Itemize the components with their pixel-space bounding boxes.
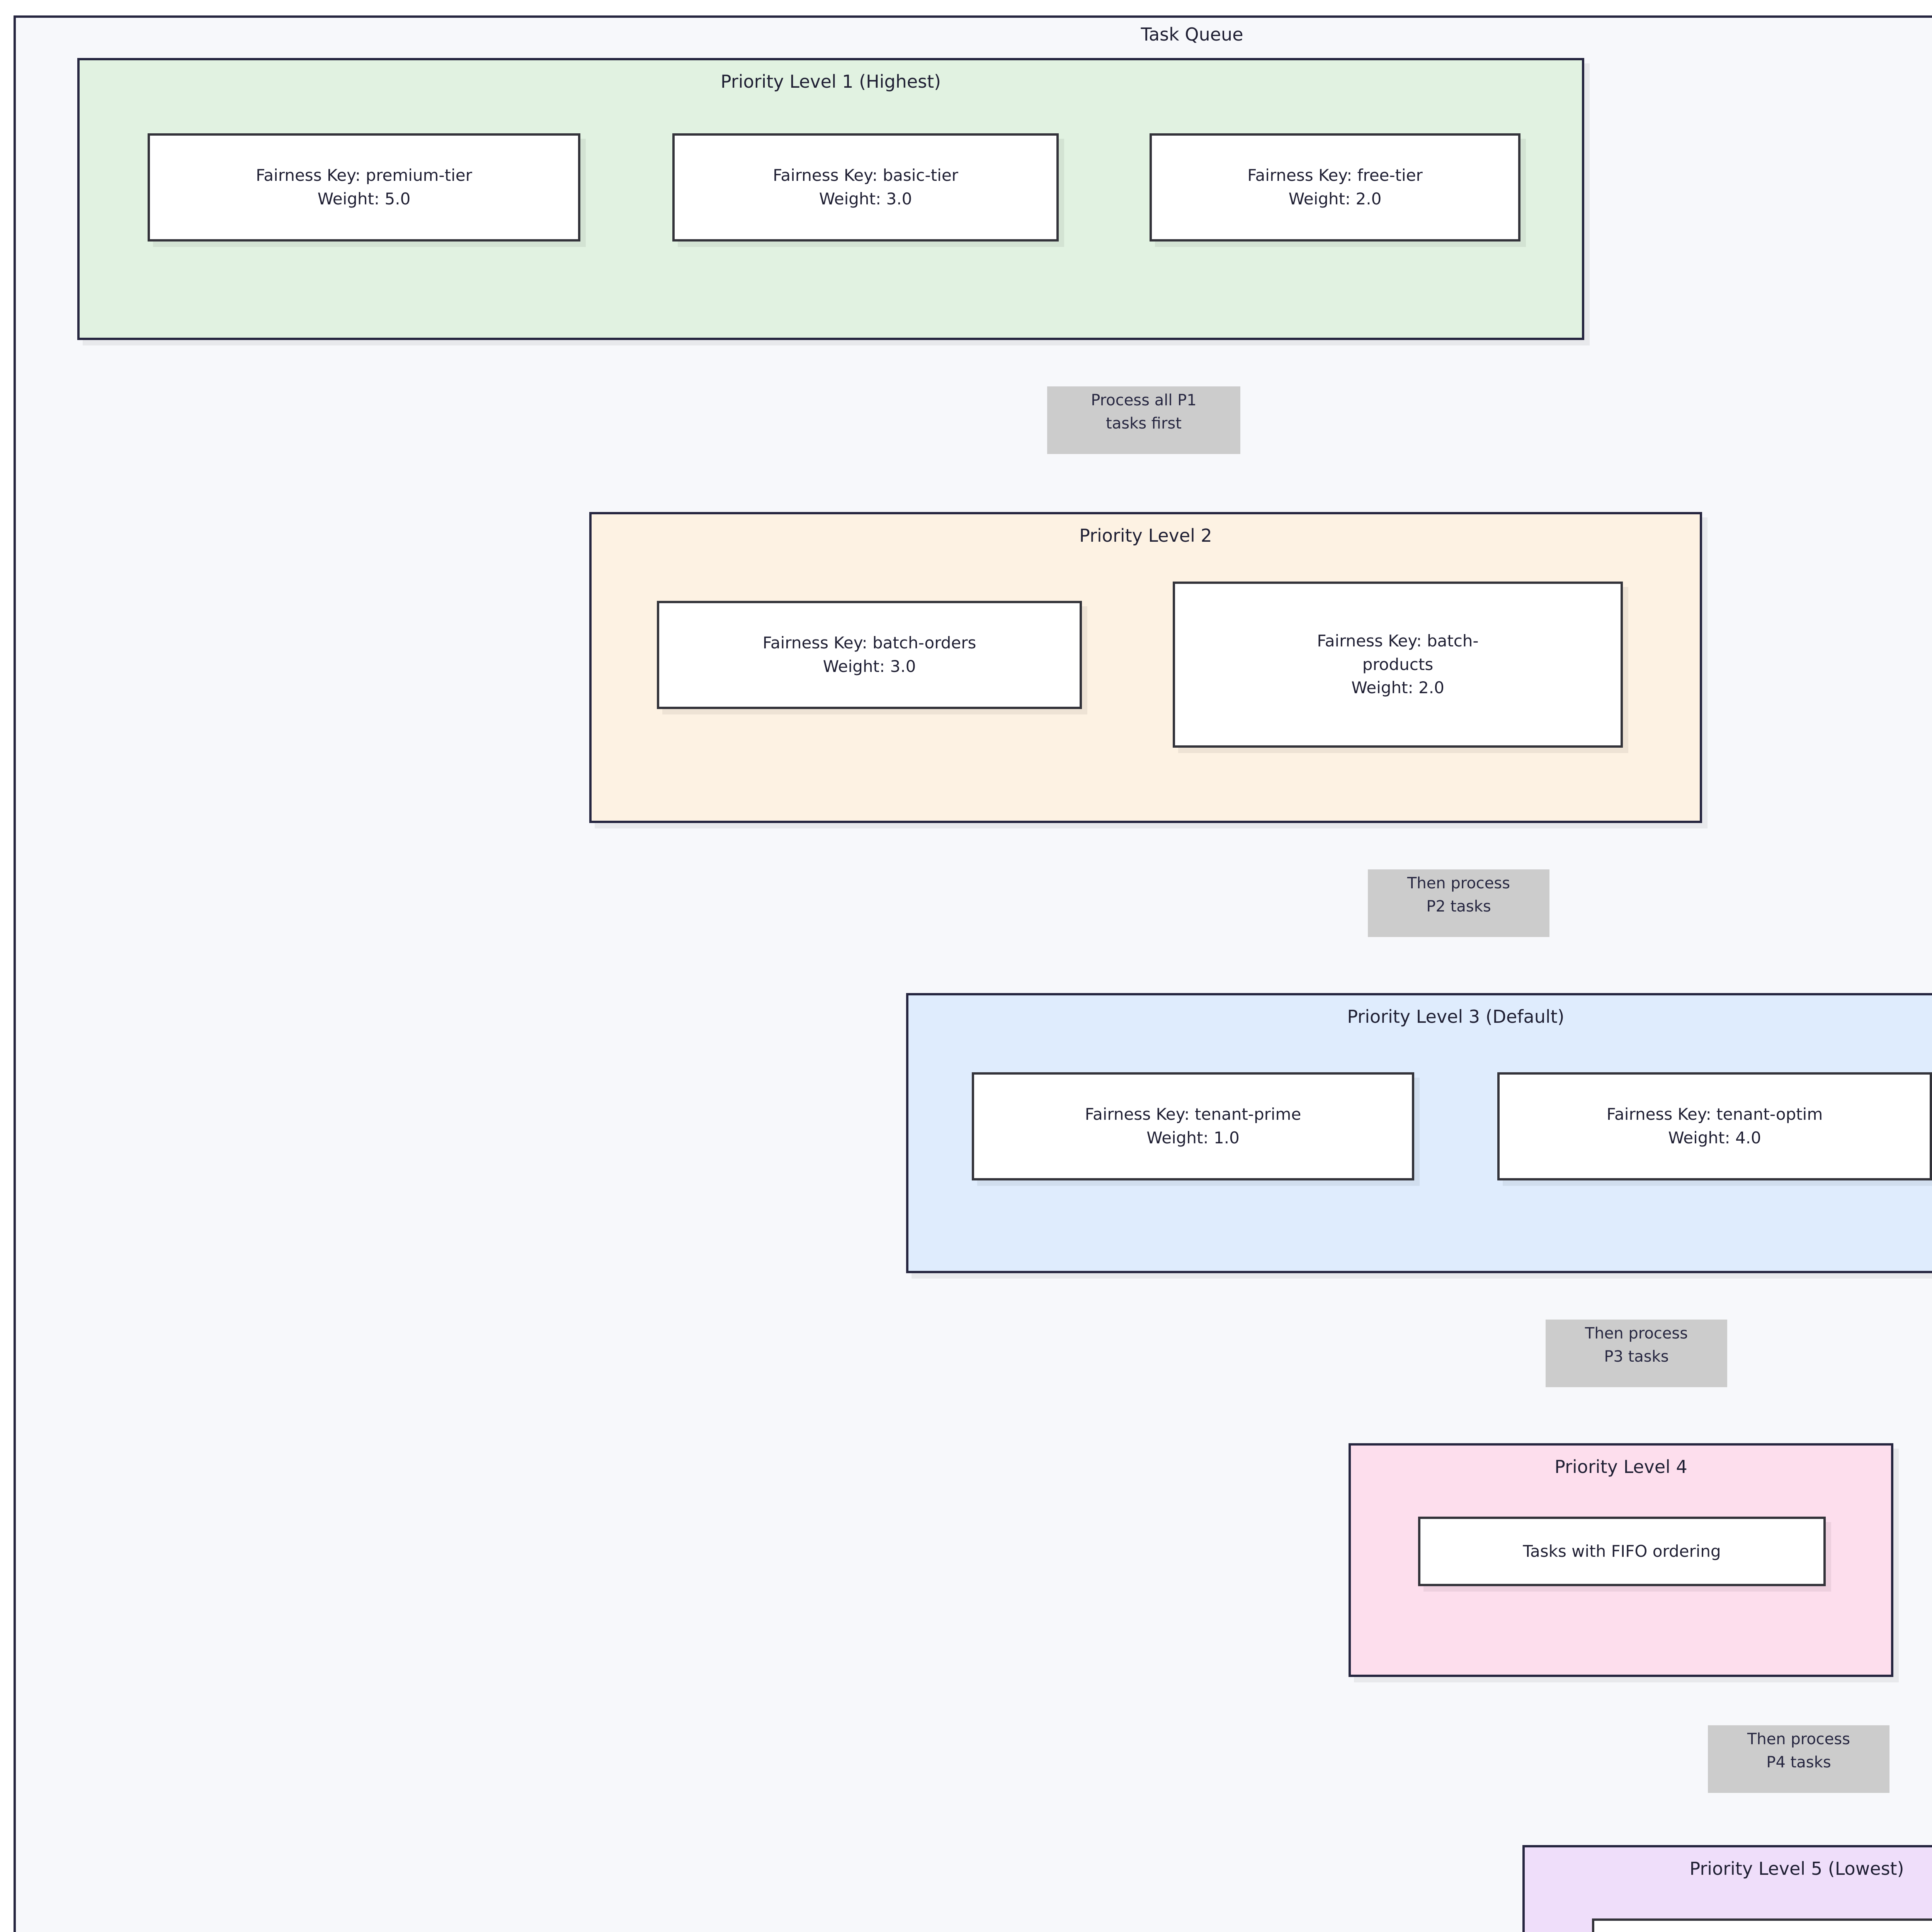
edge-label-line2: P4 tasks (1766, 1753, 1831, 1771)
cluster-priority-level-5: Priority Level 5 (Lowest) (1522, 1845, 1932, 1932)
fairness-key-label: Fairness Key: tenant-optim (1606, 1105, 1823, 1124)
cluster-priority-level-5-title: Priority Level 5 (Lowest) (1689, 1858, 1904, 1879)
edge-label-line1: Process all P1 (1091, 391, 1197, 409)
edge-label-line1: Then process (1585, 1325, 1688, 1342)
edge-label-line2: P3 tasks (1604, 1348, 1669, 1366)
diagram-title: Task Queue (1141, 24, 1243, 45)
weight-label: Weight: 5.0 (317, 189, 411, 208)
fairness-key-label: Fairness Key: premium-tier (256, 166, 472, 185)
node-fairness-tenant-prime[interactable]: Fairness Key: tenant-prime Weight: 1.0 (972, 1072, 1414, 1180)
node-fairness-batch-orders[interactable]: Fairness Key: batch-orders Weight: 3.0 (657, 601, 1082, 709)
weight-label: Weight: 3.0 (819, 189, 912, 208)
node-fairness-premium-tier[interactable]: Fairness Key: premium-tier Weight: 5.0 (148, 133, 580, 242)
fairness-key-label: Fairness Key: basic-tier (773, 166, 958, 185)
weight-label: Weight: 2.0 (1351, 678, 1444, 697)
weight-label: Weight: 2.0 (1288, 189, 1382, 208)
fairness-key-label: Fairness Key: batch- (1317, 631, 1479, 650)
edge-label-p1-to-p2: Process all P1 tasks first (1047, 386, 1240, 454)
node-p4-fifo-tasks[interactable]: Tasks with FIFO ordering (1418, 1517, 1826, 1586)
node-fairness-basic-tier[interactable]: Fairness Key: basic-tier Weight: 3.0 (672, 133, 1059, 242)
edge-label-p4-to-p5: Then process P4 tasks (1708, 1725, 1889, 1793)
fairness-key-label: Fairness Key: batch-orders (762, 633, 976, 653)
node-p5-fifo-tasks[interactable]: Tasks with FIFO ordering (1592, 1918, 1932, 1932)
weight-label: Weight: 1.0 (1146, 1128, 1240, 1147)
edge-label-line1: Then process (1747, 1730, 1850, 1748)
weight-label: Weight: 4.0 (1668, 1128, 1761, 1147)
weight-label: Weight: 3.0 (823, 657, 916, 676)
fifo-label: Tasks with FIFO ordering (1523, 1541, 1721, 1561)
node-fairness-tenant-optim[interactable]: Fairness Key: tenant-optim Weight: 4.0 (1497, 1072, 1932, 1180)
cluster-priority-level-4-title: Priority Level 4 (1554, 1456, 1687, 1477)
edge-label-line2: P2 tasks (1426, 898, 1491, 915)
fairness-key-label: Fairness Key: tenant-prime (1085, 1105, 1301, 1124)
edge-label-line1: Then process (1407, 874, 1510, 892)
edge-label-p3-to-p4: Then process P3 tasks (1546, 1320, 1727, 1387)
fairness-key-label: Fairness Key: free-tier (1247, 166, 1423, 185)
edge-label-p2-to-p3: Then process P2 tasks (1368, 869, 1549, 937)
node-fairness-free-tier[interactable]: Fairness Key: free-tier Weight: 2.0 (1150, 133, 1520, 242)
fairness-key-label-cont: products (1362, 655, 1434, 674)
cluster-priority-level-3-title: Priority Level 3 (Default) (1347, 1006, 1565, 1027)
cluster-priority-level-1-title: Priority Level 1 (Highest) (720, 71, 941, 92)
cluster-priority-level-2-title: Priority Level 2 (1079, 525, 1212, 546)
node-fairness-batch-products[interactable]: Fairness Key: batch- products Weight: 2.… (1173, 582, 1623, 748)
edge-label-line2: tasks first (1106, 415, 1182, 432)
